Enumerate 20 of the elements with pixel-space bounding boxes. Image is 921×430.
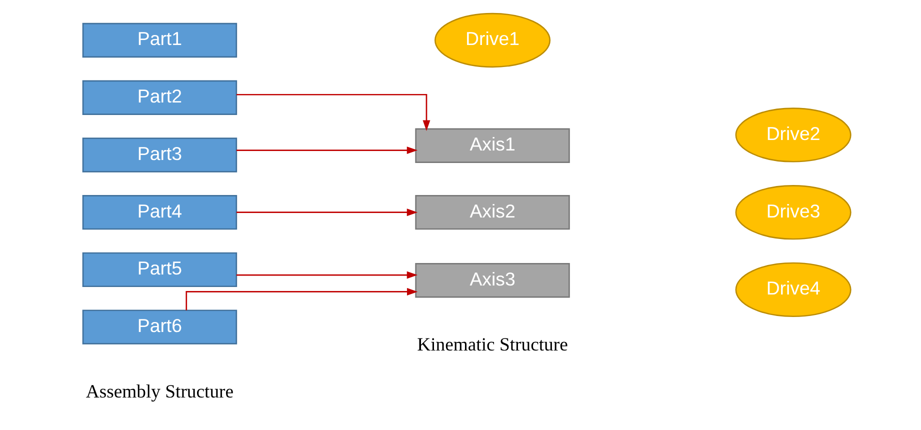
node-box: Part6 bbox=[82, 310, 238, 344]
node-box: Part4 bbox=[82, 195, 238, 230]
node-ellipse: Drive1 bbox=[434, 12, 551, 68]
label: Assembly Structure bbox=[86, 381, 234, 402]
arrow bbox=[236, 208, 418, 216]
node-box: Part2 bbox=[82, 80, 238, 115]
node-box: Part1 bbox=[82, 22, 238, 58]
arrow bbox=[236, 271, 418, 279]
arrow bbox=[236, 146, 418, 154]
node-box: Axis2 bbox=[415, 195, 570, 230]
node-box: Axis1 bbox=[415, 128, 570, 163]
node-ellipse: Drive4 bbox=[735, 262, 852, 318]
node-box: Part5 bbox=[82, 252, 238, 288]
arrow bbox=[186, 288, 418, 310]
node-box: Part3 bbox=[82, 138, 238, 172]
node-box: Axis3 bbox=[415, 263, 570, 298]
arrow bbox=[236, 94, 430, 131]
label: Kinematic Structure bbox=[417, 334, 568, 356]
node-ellipse: Drive3 bbox=[735, 184, 852, 240]
node-ellipse: Drive2 bbox=[735, 108, 852, 162]
